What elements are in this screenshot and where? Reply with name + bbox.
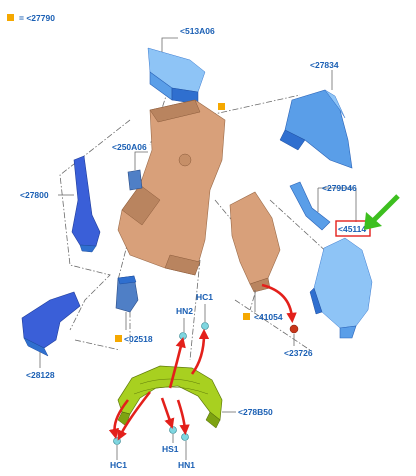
label-27834: <27834: [310, 60, 339, 70]
fastener-hn2[interactable]: HN2: [176, 306, 193, 340]
green-arrow-icon: [364, 194, 400, 230]
label-hn1: HN1: [178, 460, 195, 470]
red-arrow-icon: [261, 283, 297, 324]
clip-fastener-icon: [179, 332, 187, 340]
part-23726[interactable]: <23726: [261, 283, 313, 358]
clip-fastener-icon: [113, 437, 121, 445]
part-278B50[interactable]: <278B50: [117, 365, 273, 429]
label-45114: <45114: [338, 224, 366, 234]
label-41054: <41054: [254, 312, 283, 322]
clip-fastener-icon: [181, 433, 189, 441]
part-45114[interactable]: <45114: [309, 194, 400, 339]
part-250A06[interactable]: <250A06: [112, 142, 148, 191]
label-hs1: HS1: [162, 444, 179, 454]
clip-fastener-icon: [169, 426, 177, 434]
label-278B50: <278B50: [238, 407, 273, 417]
orange-square-marker: [115, 335, 122, 342]
label-hc1-top: HC1: [196, 292, 213, 302]
fastener-hs1[interactable]: HS1: [162, 426, 179, 455]
part-279D46[interactable]: <279D46: [289, 181, 357, 231]
part-513A06[interactable]: <513A06: [147, 26, 215, 105]
label-hn2: HN2: [176, 306, 193, 316]
label-28128: <28128: [26, 370, 55, 380]
plug-icon: [289, 324, 299, 334]
part-27834[interactable]: <27834: [279, 60, 353, 169]
label-23726: <23726: [284, 348, 313, 358]
part-28128[interactable]: <28128: [21, 291, 81, 380]
legend: = <27790: [7, 13, 55, 23]
fastener-hn1[interactable]: HN1: [178, 433, 195, 471]
label-27800: <27800: [20, 190, 49, 200]
label-02518: <02518: [124, 334, 153, 344]
legend-marker-icon: [7, 14, 14, 21]
part-02518[interactable]: <02518: [115, 275, 153, 344]
label-hc1-bottom: HC1: [110, 460, 127, 470]
label-513A06: <513A06: [180, 26, 215, 36]
part-41054[interactable]: <41054: [229, 191, 283, 322]
part-inner-quarter-panel[interactable]: [117, 99, 226, 276]
legend-text: = <27790: [19, 13, 55, 23]
label-279D46: <279D46: [322, 183, 357, 193]
fastener-hc1-top[interactable]: HC1: [196, 292, 213, 330]
orange-square-marker: [218, 103, 225, 110]
clip-fastener-icon: [201, 322, 209, 330]
label-250A06: <250A06: [112, 142, 147, 152]
orange-square-marker: [243, 313, 250, 320]
fastener-hc1-bottom[interactable]: HC1: [110, 437, 127, 471]
red-arrows: [108, 328, 210, 441]
part-27800[interactable]: <27800: [20, 155, 101, 253]
